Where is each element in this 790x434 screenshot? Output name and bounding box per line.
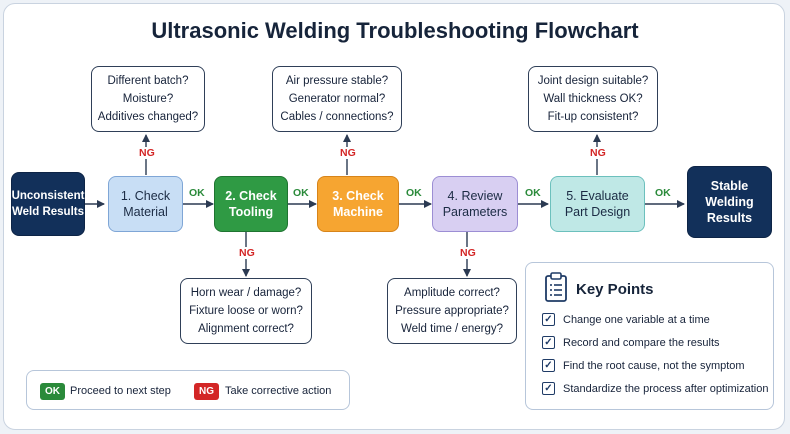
start-line-1: Unconsistent xyxy=(11,190,85,202)
start-line-2: Weld Results xyxy=(12,206,84,218)
legend-ok-badge: OK xyxy=(40,383,65,400)
step-3-line-2: Machine xyxy=(332,205,383,219)
callout-part-design: Joint design suitable? Wall thickness OK?… xyxy=(528,66,658,132)
page-title: Ultrasonic Welding Troubleshooting Flowc… xyxy=(151,18,639,43)
clipboard-icon xyxy=(545,272,567,302)
callout-line: Amplitude correct? xyxy=(404,287,500,299)
key-point-item: ✓ Standardize the process after optimizat… xyxy=(542,382,768,395)
end-line-3: Results xyxy=(706,211,753,225)
ng-label: NG xyxy=(590,147,606,159)
key-points-panel xyxy=(525,262,774,410)
step-4-line-2: Parameters xyxy=(442,205,508,219)
ok-label: OK xyxy=(655,187,671,199)
callout-parameters: Amplitude correct? Pressure appropriate? W… xyxy=(387,278,517,344)
callout-line: Pressure appropriate? xyxy=(395,305,509,317)
ok-label: OK xyxy=(293,187,309,199)
callout-line: Generator normal? xyxy=(288,93,386,105)
key-point-text: Standardize the process after optimizati… xyxy=(563,382,769,395)
callout-material: Different batch? Moisture? Additives chang… xyxy=(91,66,205,132)
end-line-1: Stable xyxy=(710,179,749,193)
step-1-line-2: Material xyxy=(123,205,168,219)
callout-machine: Air pressure stable? Generator normal? Cab… xyxy=(272,66,402,132)
ok-label: OK xyxy=(406,187,422,199)
legend xyxy=(26,370,350,410)
ng-label: NG xyxy=(460,247,476,259)
ok-label: OK xyxy=(189,187,205,199)
checkbox-checked-icon: ✓ xyxy=(542,382,555,395)
key-point-item: ✓ Find the root cause, not the symptom xyxy=(542,359,745,372)
callout-line: Fixture loose or worn? xyxy=(189,305,303,317)
callout-line: Cables / connections? xyxy=(280,111,394,123)
step-5-line-2: Part Design xyxy=(564,205,631,219)
callout-line: Fit-up consistent? xyxy=(547,111,639,123)
step-5-line-1: 5. Evaluate xyxy=(566,189,629,203)
callout-line: Moisture? xyxy=(122,93,174,105)
key-point-text: Change one variable at a time xyxy=(563,313,710,326)
step-2-line-1: 2. Check xyxy=(225,189,277,203)
end-line-2: Welding xyxy=(705,195,754,209)
flowchart-canvas: Ultrasonic Welding Troubleshooting Flowc… xyxy=(3,3,785,430)
callout-tooling: Horn wear / damage? Fixture loose or worn… xyxy=(180,278,312,344)
callout-line: Air pressure stable? xyxy=(285,75,389,87)
key-point-text: Find the root cause, not the symptom xyxy=(563,359,745,372)
checkbox-checked-icon: ✓ xyxy=(542,336,555,349)
callout-line: Different batch? xyxy=(107,75,189,87)
ok-label: OK xyxy=(525,187,541,199)
key-point-text: Record and compare the results xyxy=(563,336,720,349)
step-2-line-2: Tooling xyxy=(228,205,274,219)
checkbox-checked-icon: ✓ xyxy=(542,359,555,372)
legend-ok-text: Proceed to next step xyxy=(70,385,171,397)
legend-ng-badge: NG xyxy=(194,383,219,400)
callout-line: Joint design suitable? xyxy=(537,75,649,87)
step-1-line-1: 1. Check xyxy=(120,189,171,203)
checkbox-checked-icon: ✓ xyxy=(542,313,555,326)
ng-label: NG xyxy=(340,147,356,159)
ng-label: NG xyxy=(139,147,155,159)
step-4-line-1: 4. Review xyxy=(447,189,503,203)
callout-line: Alignment correct? xyxy=(198,323,294,335)
legend-ng-text: Take corrective action xyxy=(225,385,332,397)
callout-line: Additives changed? xyxy=(97,111,199,123)
key-point-item: ✓ Record and compare the results xyxy=(542,336,720,349)
step-3-line-1: 3. Check xyxy=(332,189,384,203)
callout-line: Horn wear / damage? xyxy=(190,287,302,299)
ng-label: NG xyxy=(239,247,255,259)
callout-line: Weld time / energy? xyxy=(400,323,504,335)
key-point-item: ✓ Change one variable at a time xyxy=(542,313,710,326)
key-points-title: Key Points xyxy=(576,281,654,298)
callout-line: Wall thickness OK? xyxy=(543,93,643,105)
